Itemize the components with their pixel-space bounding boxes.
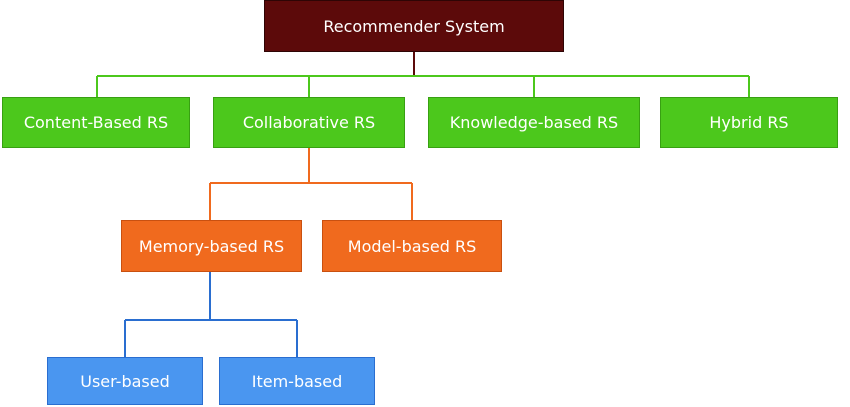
knowledge-based-node: Knowledge-based RS	[428, 97, 640, 148]
hybrid-node: Hybrid RS	[660, 97, 838, 148]
item-based-node: Item-based	[219, 357, 375, 405]
collaborative-node: Collaborative RS	[213, 97, 405, 148]
content-based-node: Content-Based RS	[2, 97, 190, 148]
user-based-node: User-based	[47, 357, 203, 405]
root-node: Recommender System	[264, 0, 564, 52]
model-based-node: Model-based RS	[322, 220, 502, 272]
memory-based-node: Memory-based RS	[121, 220, 302, 272]
